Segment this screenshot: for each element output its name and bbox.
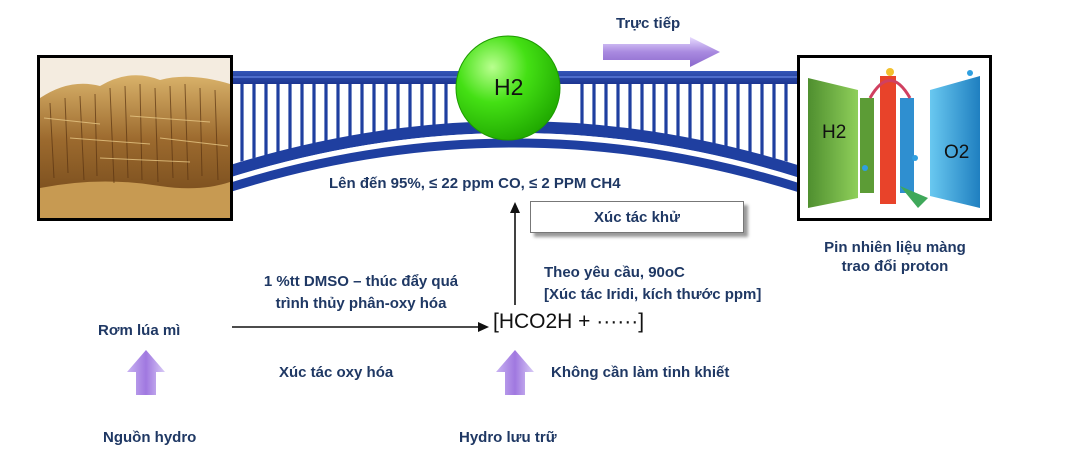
fuel-cell-h2-label: H2	[822, 122, 847, 143]
on-demand-line2: [Xúc tác Iridi, kích thước ppm]	[544, 286, 762, 303]
oxidation-catalyst-label: Xúc tác oxy hóa	[279, 364, 394, 381]
on-demand-line1: Theo yêu cầu, 90oC	[544, 264, 685, 281]
hydrogen-source-label: Nguồn hydro	[103, 429, 197, 446]
direct-arrow	[603, 37, 720, 67]
hydrogen-sphere	[455, 35, 561, 141]
reduction-catalyst-label: Xúc tác khử	[594, 208, 680, 226]
fuel-cell-image: H2 O2	[797, 55, 992, 221]
dmso-line1: 1 %tt DMSO – thúc đẩy quá	[263, 273, 459, 290]
direct-label: Trực tiếp	[616, 15, 681, 32]
dmso-text: 1 %tt DMSO – thúc đẩy quá trình thủy phâ…	[216, 271, 506, 315]
on-demand-text: Theo yêu cầu, 90oC [Xúc tác Iridi, kích …	[544, 262, 761, 306]
hydrogen-label: H2	[494, 74, 524, 100]
dmso-line2: trình thủy phân-oxy hóa	[275, 295, 447, 312]
storage-up-arrow	[496, 350, 534, 395]
hydrogen-storage-label: Hydro lưu trữ	[459, 429, 557, 446]
straw-image	[40, 58, 230, 218]
fuel-cell-o2-label: O2	[944, 142, 970, 163]
reduction-catalyst-box: Xúc tác khử	[530, 201, 744, 233]
fuel-cell-caption-line2: trao đổi proton	[841, 258, 949, 275]
fuel-cell-caption-line1: Pin nhiên liệu màng	[824, 239, 966, 256]
formic-acid-formula: [HCO2H + ······]	[493, 310, 645, 333]
fuel-cell-caption: Pin nhiên liệu màng trao đổi proton	[805, 239, 985, 275]
no-purification-label: Không cần làm tinh khiết	[551, 364, 730, 381]
fuel-cell-diagram	[808, 68, 980, 208]
purity-text: Lên đến 95%, ≤ 22 ppm CO, ≤ 2 PPM CH4	[329, 175, 621, 192]
straw-photo	[37, 55, 233, 221]
source-up-arrow	[127, 350, 165, 395]
source-material-label: Rơm lúa mì	[98, 322, 181, 339]
